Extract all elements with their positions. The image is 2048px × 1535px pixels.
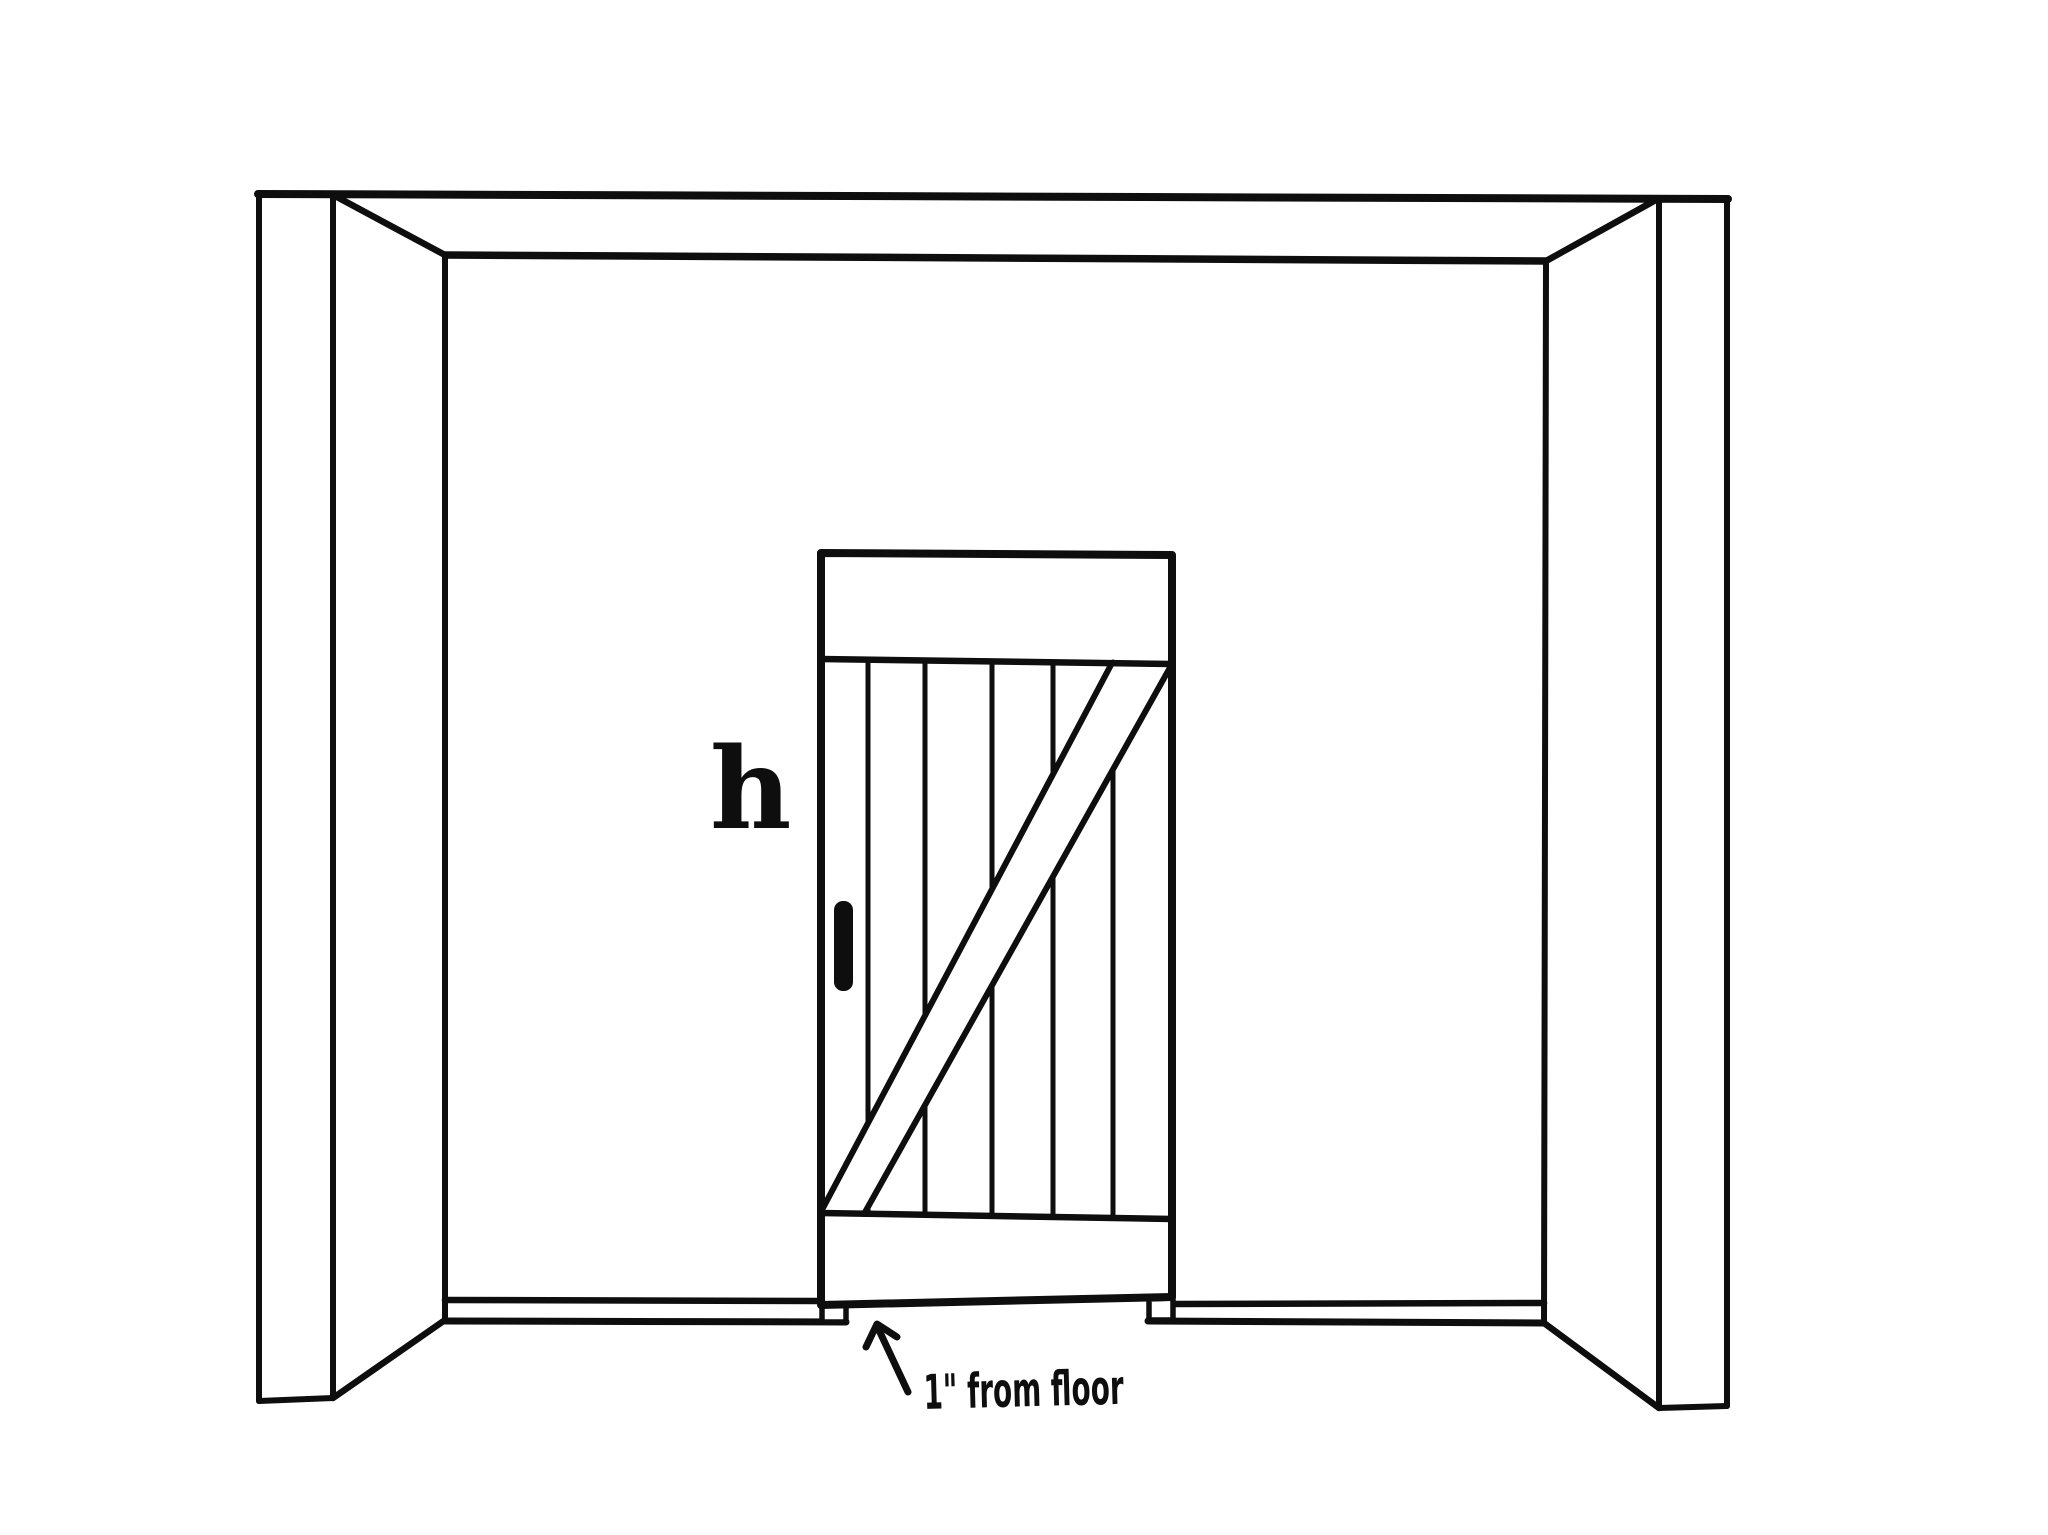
diagonal-brace-band bbox=[823, 663, 1172, 1214]
diagonal-brace-lower-edge bbox=[861, 661, 1175, 1217]
annotation-group: h 1" from floor bbox=[710, 724, 1124, 1421]
right-pillar-bottom-edge bbox=[1656, 1403, 1730, 1411]
door-outline bbox=[817, 549, 1176, 1309]
floor-line-left bbox=[441, 1317, 850, 1326]
diagonal-brace-upper-edge bbox=[820, 660, 1115, 1211]
left-wall-top-diagonal bbox=[333, 193, 449, 259]
floor-line-right bbox=[1144, 1317, 1548, 1327]
right-wall-bottom-diagonal bbox=[1540, 1319, 1663, 1412]
arrow-head bbox=[862, 1320, 901, 1351]
floor-gap-arrow-icon bbox=[862, 1320, 912, 1396]
back-wall-right-corner bbox=[1541, 258, 1549, 1326]
baseboard-left-upper-line bbox=[441, 1296, 823, 1305]
door-group bbox=[817, 549, 1176, 1325]
door-top-rail-line bbox=[817, 655, 1176, 668]
door-height-label: h bbox=[710, 724, 791, 855]
door-bottom-rail-line bbox=[817, 1209, 1176, 1223]
door-diagonal-brace bbox=[820, 660, 1175, 1217]
right-wall-top-diagonal bbox=[1542, 197, 1658, 265]
door-handle bbox=[834, 901, 853, 991]
ceiling-front-edge bbox=[254, 190, 1732, 203]
arrow-shaft bbox=[874, 1324, 912, 1396]
left-pillar-bottom-edge bbox=[256, 1395, 336, 1404]
left-wall-bottom-diagonal bbox=[329, 1316, 449, 1402]
back-wall-top-edge bbox=[441, 251, 1550, 265]
floor-gap-note: 1" from floor bbox=[923, 1360, 1125, 1421]
walls-group bbox=[254, 190, 1732, 1412]
floor-group bbox=[441, 1296, 1548, 1327]
baseboard-right-upper-line bbox=[1171, 1299, 1548, 1308]
